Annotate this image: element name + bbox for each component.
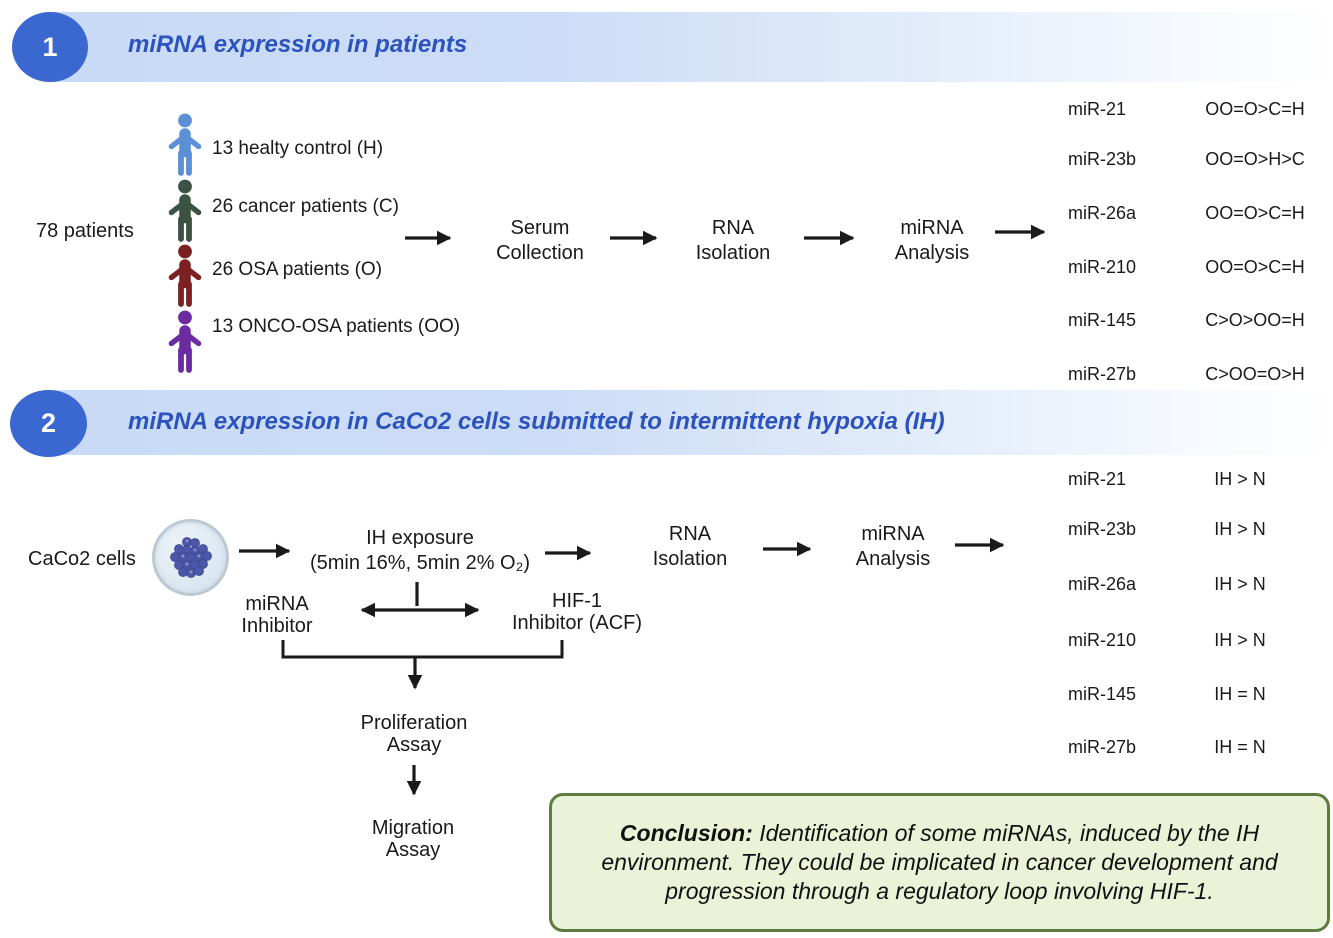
mirna-name: miR-23b [1068, 149, 1137, 169]
mirna-value: IH = N [1214, 737, 1266, 757]
cell-cluster-icon [170, 537, 212, 578]
result-row: miR-27b IH = N [1068, 737, 1300, 758]
result-row: miR-27b C>OO=O>H [1068, 364, 1330, 385]
mirna-value: OO=O>C=H [1205, 203, 1305, 223]
group-label-healthy: 13 healty control (H) [212, 138, 384, 159]
person-icon [168, 244, 202, 307]
step-line: Assay [385, 839, 441, 861]
step-rna-isolation-1: RNA Isolation [696, 216, 771, 266]
step-line: miRNA [861, 523, 925, 545]
step-line: Migration [371, 817, 455, 839]
hif1-inhibitor-label: HIF-1 Inhibitor (ACF) [512, 590, 642, 634]
mirna-name: miR-27b [1068, 737, 1137, 757]
ih-exposure-label: IH exposure (5min 16%, 5min 2% O₂) [310, 526, 530, 576]
group-label-cancer: 26 cancer patients (C) [212, 196, 399, 217]
step-line: Proliferation [360, 712, 468, 734]
petri-dish-icon [152, 519, 229, 596]
step-line: Assay [386, 734, 442, 756]
step-mirna-analysis-1: miRNA Analysis [895, 216, 969, 266]
section2-title: miRNA expression in CaCo2 cells submitte… [128, 408, 945, 435]
result-row: miR-145 IH = N [1068, 684, 1300, 705]
migration-assay-label: Migration Assay [372, 817, 454, 861]
result-row: miR-21 IH > N [1068, 469, 1300, 490]
mirna-name: miR-145 [1068, 310, 1137, 330]
step-rna-isolation-2: RNA Isolation [653, 522, 728, 572]
step-line: miRNA [900, 217, 964, 239]
step-line: Inhibitor (ACF) [511, 612, 643, 634]
section2-banner [40, 390, 1333, 455]
section2-number-badge: 2 [10, 390, 87, 457]
mirna-value: IH > N [1214, 469, 1266, 489]
mirna-value: C>O>OO=H [1205, 310, 1305, 330]
step-line: RNA [668, 523, 712, 545]
bracket-inhibitors [281, 640, 564, 659]
mirna-inhibitor-label: miRNA Inhibitor [241, 593, 312, 637]
step-line: HIF-1 [552, 590, 602, 612]
mirna-name: miR-21 [1068, 99, 1127, 119]
conclusion-label: Conclusion: [619, 820, 753, 846]
mirna-value: C>OO=O>H [1205, 364, 1305, 384]
mirna-value: IH = N [1214, 684, 1266, 704]
mirna-name: miR-23b [1068, 519, 1137, 539]
step-line: Analysis [894, 242, 970, 264]
result-row: miR-23b OO=O>H>C [1068, 149, 1330, 170]
result-row: miR-21 OO=O>C=H [1068, 99, 1330, 120]
conclusion-box: Conclusion: Identification of some miRNA… [549, 793, 1330, 932]
mirna-name: miR-210 [1068, 630, 1137, 650]
mirna-value: IH > N [1214, 630, 1266, 650]
step-line: Analysis [855, 548, 931, 570]
total-patients-label: 78 patients [36, 220, 134, 242]
step-line: Collection [496, 242, 584, 264]
result-row: miR-26a IH > N [1068, 574, 1300, 595]
result-row: miR-26a OO=O>C=H [1068, 203, 1330, 224]
section2-number: 2 [40, 408, 57, 438]
section1-banner [40, 12, 1333, 82]
person-icon [168, 113, 202, 176]
mirna-name: miR-21 [1068, 469, 1127, 489]
mirna-name: miR-145 [1068, 684, 1137, 704]
mirna-value: IH > N [1214, 574, 1266, 594]
proliferation-assay-label: Proliferation Assay [361, 712, 468, 756]
mirna-name: miR-26a [1068, 203, 1137, 223]
mirna-name: miR-26a [1068, 574, 1137, 594]
conclusion-text: Conclusion: Identification of some miRNA… [578, 819, 1301, 906]
step-line: Inhibitor [241, 615, 313, 637]
mirna-value: OO=O>H>C [1205, 149, 1305, 169]
caco2-cells-label: CaCo2 cells [28, 548, 136, 570]
step-line: (5min 16%, 5min 2% O₂) [309, 552, 531, 574]
group-label-onco-osa: 13 ONCO-OSA patients (OO) [212, 316, 461, 337]
result-row: miR-145 C>O>OO=H [1068, 310, 1330, 331]
person-icon [168, 179, 202, 242]
person-icon [168, 310, 202, 373]
mirna-value: OO=O>C=H [1205, 99, 1305, 119]
result-row: miR-23b IH > N [1068, 519, 1300, 540]
mirna-name: miR-27b [1068, 364, 1137, 384]
section1-number-badge: 1 [12, 12, 88, 82]
mirna-value: OO=O>C=H [1205, 257, 1305, 277]
step-line: RNA [711, 217, 755, 239]
step-line: miRNA [245, 593, 309, 615]
result-row: miR-210 OO=O>C=H [1068, 257, 1330, 278]
step-line: Isolation [695, 242, 771, 264]
step-line: Serum [510, 217, 570, 239]
mirna-name: miR-210 [1068, 257, 1137, 277]
mirna-value: IH > N [1214, 519, 1266, 539]
section1-number: 1 [42, 31, 58, 62]
group-label-osa: 26 OSA patients (O) [212, 259, 383, 280]
step-line: Isolation [652, 548, 728, 570]
conclusion-body: Identification of some miRNAs, induced b… [601, 820, 1278, 904]
section1-title: miRNA expression in patients [128, 31, 468, 58]
result-row: miR-210 IH > N [1068, 630, 1300, 651]
step-mirna-analysis-2: miRNA Analysis [856, 522, 930, 572]
step-serum-collection: Serum Collection [496, 216, 584, 266]
step-line: IH exposure [366, 527, 474, 549]
